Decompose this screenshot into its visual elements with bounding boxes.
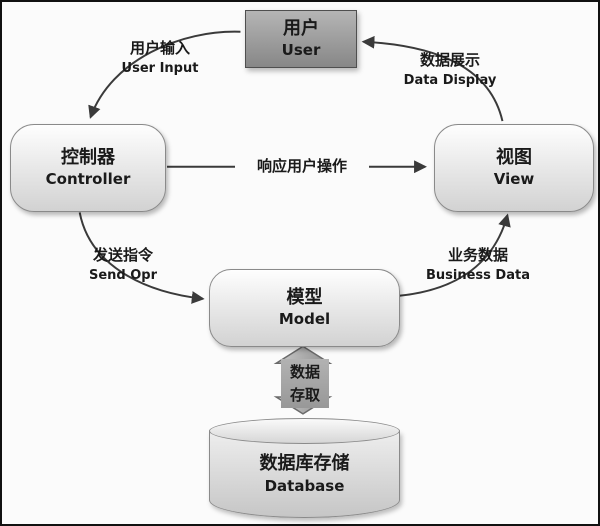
edge-label-data-access-line2: 存取 [289, 385, 320, 404]
node-view-label-zh: 视图 [496, 147, 532, 169]
edge-label-send-opr: 发送指令 Send Opr [70, 245, 176, 286]
node-view-label-en: View [493, 170, 535, 189]
node-database: 数据库存储 Database [209, 418, 400, 518]
node-controller-label-en: Controller [45, 170, 131, 189]
node-database-label-en: Database [264, 477, 345, 495]
edge-label-respond-zh: 响应用户操作 [256, 157, 347, 176]
node-view: 视图 View [434, 124, 594, 212]
node-model-label-zh: 模型 [286, 287, 323, 309]
node-database-labels: 数据库存储 Database [209, 450, 400, 497]
node-database-label-zh: 数据库存储 [259, 453, 350, 474]
edge-label-data-access: 数据 存取 [281, 359, 329, 408]
edge-label-data-access-line1: 数据 [289, 363, 320, 381]
node-model-label-en: Model [278, 310, 331, 329]
node-user-label-en: User [281, 41, 321, 60]
edge-label-business-data-en: Business Data [426, 267, 530, 283]
edge-label-business-data: 业务数据 Business Data [418, 245, 538, 286]
node-controller: 控制器 Controller [10, 124, 166, 212]
edge-label-data-display-en: Data Display [403, 72, 497, 88]
database-cylinder-body [209, 431, 400, 518]
edge-label-data-display-zh: 数据展示 [419, 51, 480, 69]
edge-label-data-display: 数据展示 Data Display [394, 50, 506, 91]
edge-label-user-input: 用户输入 User Input [105, 38, 215, 79]
edge-label-send-opr-en: Send Opr [88, 267, 158, 283]
database-cylinder-top [209, 418, 400, 444]
edge-label-send-opr-zh: 发送指令 [92, 246, 153, 264]
node-controller-label-zh: 控制器 [61, 147, 115, 169]
edge-label-user-input-en: User Input [121, 60, 199, 76]
edge-label-respond-user-action: 响应用户操作 [235, 155, 369, 179]
edge-label-business-data-zh: 业务数据 [447, 246, 508, 264]
edge-label-user-input-zh: 用户输入 [129, 39, 190, 57]
node-model: 模型 Model [209, 269, 400, 347]
node-user: 用户 User [245, 10, 357, 68]
node-user-label-zh: 用户 [283, 18, 319, 40]
